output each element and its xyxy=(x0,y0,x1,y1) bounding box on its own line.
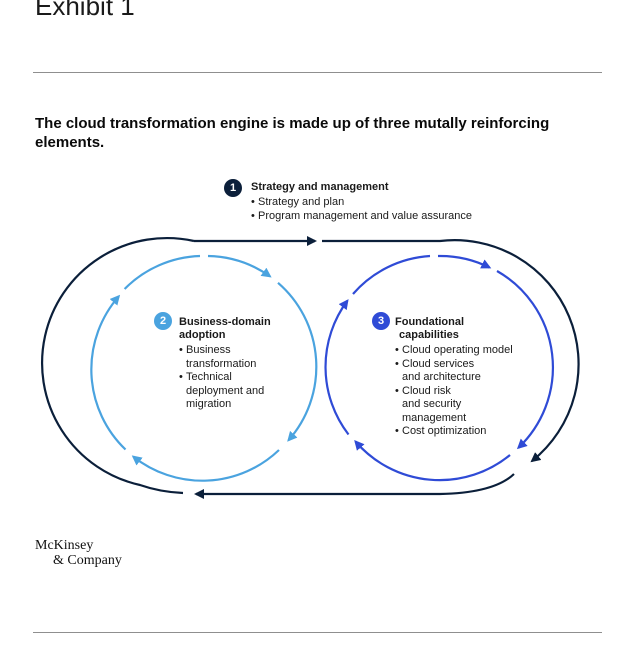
outer-loop-left xyxy=(41,236,195,495)
brand-line-2: & Company xyxy=(53,553,122,568)
exhibit-title: Exhibit 1 xyxy=(35,0,135,21)
bottom-divider xyxy=(33,632,602,633)
element-1-number-badge: 1 xyxy=(224,179,242,197)
mckinsey-logo: McKinsey & Company xyxy=(35,538,122,568)
left-loop-arc-1 xyxy=(207,254,272,278)
outer-loop xyxy=(41,236,580,499)
element-2-number-badge: 2 xyxy=(154,312,172,330)
outer-loop-top-right xyxy=(322,239,580,463)
element-3-title-line: capabilities xyxy=(399,329,459,341)
left-loop-arc-2 xyxy=(277,281,318,442)
element-2-label: Business-domain adoption Business transf… xyxy=(179,316,279,412)
right-loop-arc-4 xyxy=(324,299,350,436)
left-loop-arc-3 xyxy=(131,449,280,482)
element-2-title-line: adoption xyxy=(179,329,226,341)
element-2-title: Business-domain adoption xyxy=(179,316,279,342)
element-2-bullets: Business transformation Technical deploy… xyxy=(179,344,279,412)
element-3-bullet: Cloud services and architecture xyxy=(395,358,490,385)
element-1-bullet: Strategy and plan xyxy=(251,196,511,210)
element-2-bullet: Business transformation xyxy=(179,344,279,371)
brand-line-1: McKinsey xyxy=(35,538,94,553)
right-loop-arc-3 xyxy=(354,439,511,482)
element-1-bullets: Strategy and plan Program management and… xyxy=(251,196,511,223)
right-loop-arc-1 xyxy=(437,254,492,269)
left-loop xyxy=(90,254,318,482)
element-3-number-badge: 3 xyxy=(372,312,390,330)
element-3-title-line: Foundational xyxy=(395,316,465,328)
element-1-title: Strategy and management xyxy=(251,181,389,193)
element-2-title-line: Business-domain xyxy=(179,316,271,328)
element-3-label: Foundational capabilities Cloud operatin… xyxy=(395,316,515,439)
element-1-label: Strategy and management Strategy and pla… xyxy=(251,181,511,223)
element-3-bullet: Cloud risk and security management xyxy=(395,385,472,426)
element-1-bullet: Program management and value assurance xyxy=(251,210,511,224)
right-loop-arc-5 xyxy=(352,254,431,295)
element-3-bullet: Cost optimization xyxy=(395,425,515,439)
left-loop-arc-5 xyxy=(123,254,201,290)
element-3-title: Foundational capabilities xyxy=(395,316,515,342)
outer-loop-bottom xyxy=(194,473,515,499)
top-divider xyxy=(33,72,602,73)
right-loop-arc-2 xyxy=(496,270,554,450)
element-3-bullet: Cloud operating model xyxy=(395,344,515,358)
left-loop-arc-4 xyxy=(90,294,127,451)
element-3-bullets: Cloud operating model Cloud services and… xyxy=(395,344,515,439)
headline: The cloud transformation engine is made … xyxy=(35,115,550,151)
element-2-bullet: Technical deployment and migration xyxy=(179,371,279,412)
right-loop xyxy=(324,254,554,482)
